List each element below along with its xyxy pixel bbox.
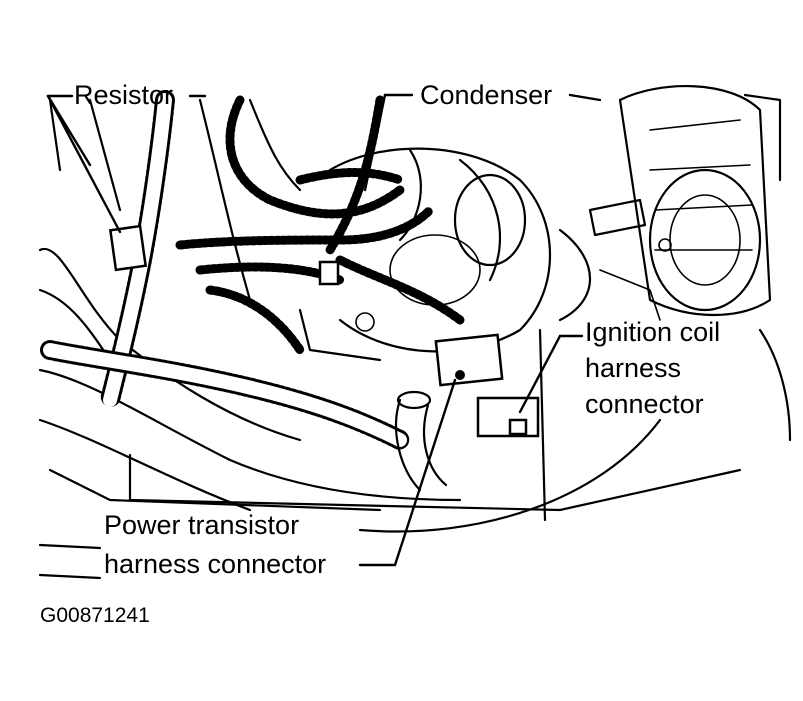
- label-resistor: Resistor: [74, 80, 173, 110]
- label-power-transistor-1: Power transistor: [104, 510, 299, 540]
- label-ignition-coil-1: Ignition coil: [585, 317, 720, 347]
- label-ignition-coil-2: harness: [585, 353, 681, 383]
- leader-lines: [46, 93, 602, 567]
- figure-code: G00871241: [40, 604, 150, 627]
- callout-labels: Resistor Condenser Ignition coil harness…: [40, 80, 720, 627]
- engine-drawing: [38, 84, 792, 580]
- label-ignition-coil-3: connector: [585, 389, 704, 419]
- label-condenser: Condenser: [420, 80, 552, 110]
- label-power-transistor-2: harness connector: [104, 549, 326, 579]
